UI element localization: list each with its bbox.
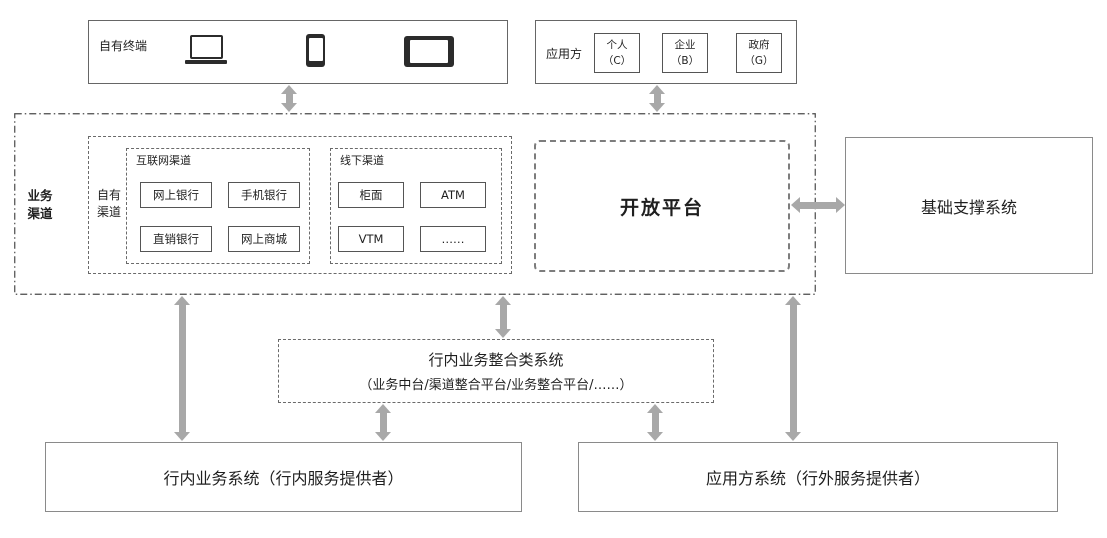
channel-item-mobile-banking: 手机银行 bbox=[228, 182, 300, 208]
arrow-platform-support bbox=[791, 197, 845, 213]
applicants-label: 应用方 bbox=[546, 47, 583, 61]
integration-system-box: 行内业务整合类系统 （业务中台/渠道整合平台/业务整合平台/……） bbox=[278, 339, 714, 403]
applicant-item-government: 政府 （G） bbox=[736, 33, 782, 73]
channel-item-vtm: VTM bbox=[338, 226, 404, 252]
terminals-box: 自有终端 bbox=[88, 20, 508, 84]
external-system-box: 应用方系统（行外服务提供者） bbox=[578, 442, 1058, 512]
external-system-label: 应用方系统（行外服务提供者） bbox=[705, 469, 930, 488]
support-system-box: 基础支撑系统 bbox=[845, 137, 1093, 274]
channel-item-online-mall: 网上商城 bbox=[228, 226, 300, 252]
offline-channels-label: 线下渠道 bbox=[338, 152, 386, 168]
integration-system-subtitle: （业务中台/渠道整合平台/业务整合平台/……） bbox=[359, 378, 633, 393]
terminals-label: 自有终端 bbox=[99, 39, 148, 53]
applicant-item-personal: 个人 （C） bbox=[594, 33, 640, 73]
own-channels-label: 自有 渠道 bbox=[96, 188, 121, 220]
tablet-icon bbox=[404, 36, 454, 67]
arrow-channels-integration bbox=[495, 296, 511, 338]
applicant-item-label: 政府 bbox=[748, 39, 770, 51]
arrow-channels-internal-system bbox=[174, 296, 190, 441]
applicant-item-sublabel: （G） bbox=[744, 54, 774, 67]
internal-system-box: 行内业务系统（行内服务提供者） bbox=[45, 442, 522, 512]
applicant-item-enterprise: 企业 （B） bbox=[662, 33, 708, 73]
channel-item-direct-banking: 直销银行 bbox=[140, 226, 212, 252]
open-platform-label: 开放平台 bbox=[619, 196, 704, 219]
support-system-label: 基础支撑系统 bbox=[920, 197, 1017, 217]
applicant-item-sublabel: （C） bbox=[602, 54, 632, 67]
channel-item-online-banking: 网上银行 bbox=[140, 182, 212, 208]
arrow-terminals-channels bbox=[281, 85, 297, 112]
smartphone-icon bbox=[306, 34, 325, 67]
open-platform-box: 开放平台 bbox=[534, 140, 790, 272]
channel-item-more: …… bbox=[420, 226, 486, 252]
arrow-integration-external-system bbox=[647, 404, 663, 441]
integration-system-title: 行内业务整合类系统 bbox=[428, 351, 564, 369]
applicant-item-label: 企业 bbox=[674, 39, 696, 51]
arrow-platform-external-system bbox=[785, 296, 801, 441]
arrow-integration-internal-system bbox=[375, 404, 391, 441]
applicant-item-sublabel: （B） bbox=[670, 54, 700, 67]
laptop-icon bbox=[184, 35, 228, 64]
internal-system-label: 行内业务系统（行内服务提供者） bbox=[163, 469, 404, 488]
applicant-item-label: 个人 bbox=[606, 39, 628, 51]
arrow-applicants-platform bbox=[649, 85, 665, 112]
channel-item-counter: 柜面 bbox=[338, 182, 404, 208]
internet-channels-label: 互联网渠道 bbox=[134, 152, 193, 168]
channel-item-atm: ATM bbox=[420, 182, 486, 208]
channels-label: 业务 渠道 bbox=[27, 188, 53, 222]
applicants-box: 应用方 个人 （C） 企业 （B） 政府 （G） bbox=[535, 20, 797, 84]
